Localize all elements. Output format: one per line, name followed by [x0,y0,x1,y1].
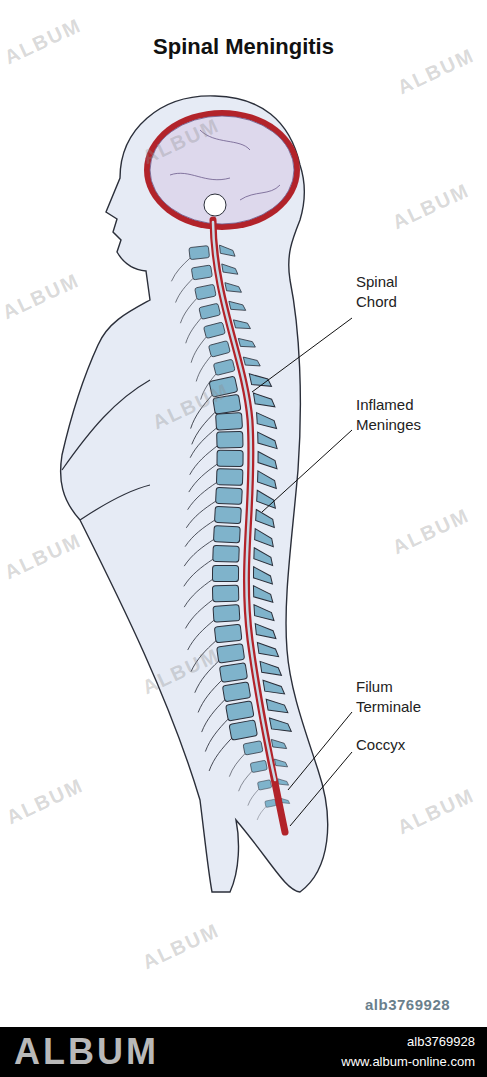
vertebra [186,486,276,532]
meninges-brain [144,110,300,230]
watermark: ALBUM [394,44,478,100]
vertebra [171,261,241,303]
inflamed-meninges [213,220,285,832]
vertebra [174,279,245,323]
vertebra [185,603,275,651]
part-label: Inflamed Meninges [356,395,451,435]
vertebra [168,243,237,281]
watermark: ALBUM [139,919,223,975]
vertebra [254,796,292,820]
watermark: ALBUM [3,774,87,830]
arm-line [62,380,150,520]
website: www.album-online.com [300,1054,475,1069]
image-code: alb3769928 [365,996,480,1013]
part-label: Spinal Chord [356,272,426,312]
vertebra [201,714,295,771]
footer-bar [0,1027,487,1077]
vertebra [189,431,278,475]
vertebra [234,756,291,791]
watermark: ALBUM [394,784,478,840]
watermark-logo: ALBUM [14,1031,174,1073]
vertebra [224,736,290,776]
vertebra [178,297,250,343]
vertebra [188,468,277,513]
watermark: ALBUM [389,504,473,560]
leader-lines [252,318,352,826]
watermark: ALBUM [1,529,85,585]
vertebra [189,450,277,493]
vertebra [184,524,274,570]
image-code: alb3769928 [300,1034,475,1049]
watermark: ALBUM [389,179,473,235]
watermark: ALBUM [1,14,85,70]
vertebra [183,316,255,363]
vertebra [184,584,273,628]
vertebra [198,695,292,752]
part-label: Filum Terminale [356,677,436,717]
brainstem [204,194,226,216]
vertebra [184,565,272,608]
spinal-cord [213,222,275,780]
vertebra [184,544,273,589]
body-outline [61,96,328,892]
part-label: Coccyx [356,735,436,755]
watermark: ALBUM [0,269,83,325]
